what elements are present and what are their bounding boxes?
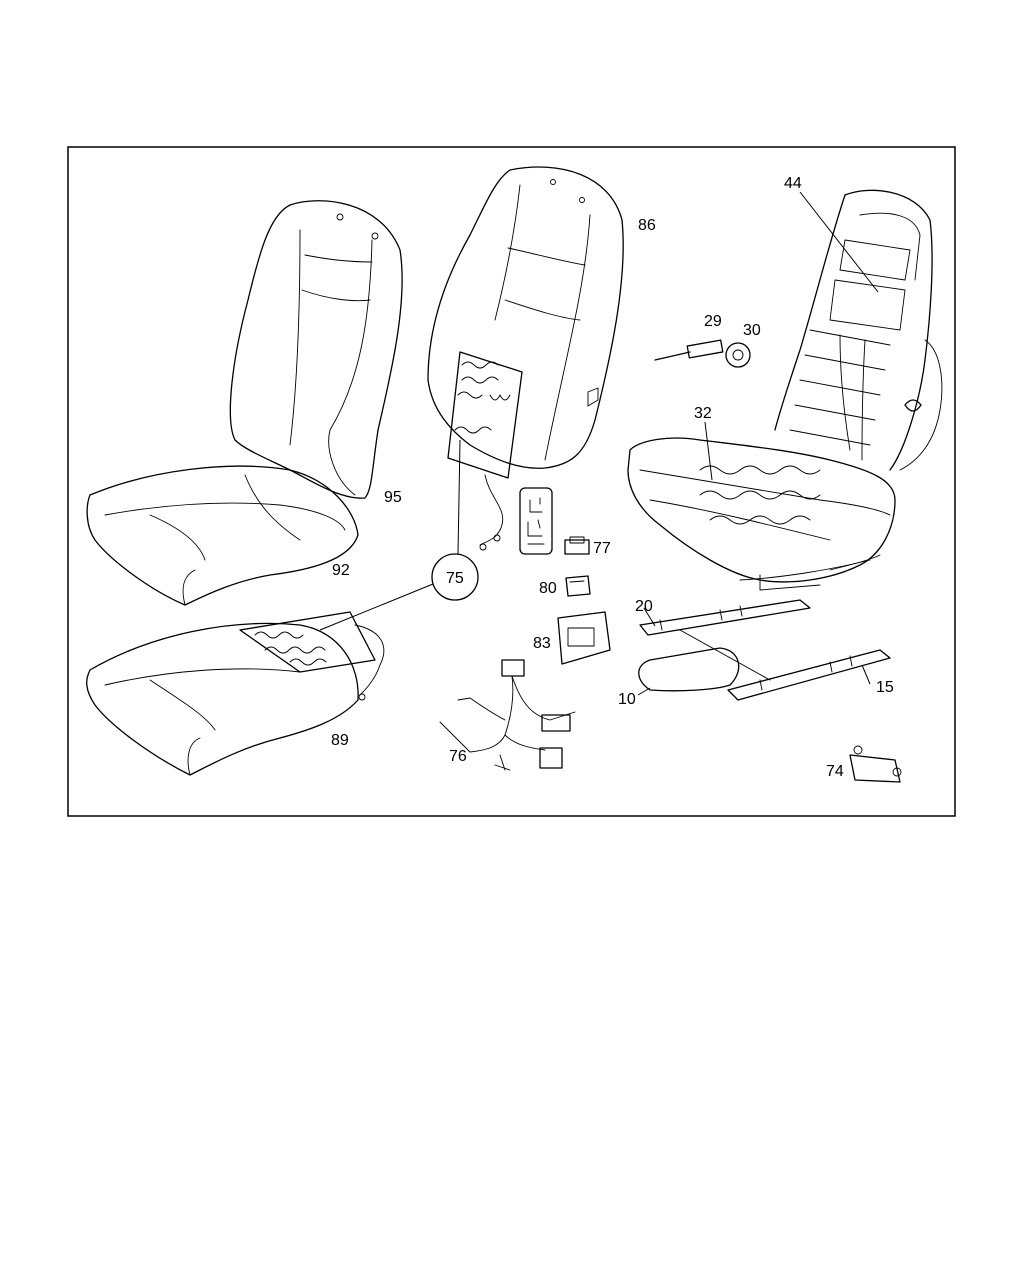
control-module-74 <box>849 745 902 783</box>
spring-wire-10 <box>638 629 771 692</box>
backrest-cover-95 <box>229 200 403 499</box>
callout-10: 10 <box>618 691 636 708</box>
cover-83 <box>557 611 611 665</box>
heating-element-75 <box>319 439 479 631</box>
seat-rail-20 <box>639 599 811 636</box>
seat-cushion-89 <box>86 611 385 776</box>
callout-95: 95 <box>384 489 402 506</box>
seat-frame-32 <box>627 437 896 591</box>
wiring-harness-76 <box>439 659 576 771</box>
callout-29: 29 <box>704 313 722 330</box>
callout-75: 75 <box>446 570 464 587</box>
callout-74: 74 <box>826 763 844 780</box>
backrest-frame-44 <box>774 189 943 471</box>
seat-cushion-cover-92 <box>86 465 359 606</box>
callout-80: 80 <box>539 580 557 597</box>
callout-76: 76 <box>449 748 467 765</box>
diagram-frame <box>67 146 956 817</box>
callout-44: 44 <box>784 175 802 192</box>
callout-77: 77 <box>593 540 611 557</box>
gas-strut-29 <box>654 339 724 361</box>
callout-92: 92 <box>332 562 350 579</box>
callout-20: 20 <box>635 598 653 615</box>
callout-89: 89 <box>331 732 349 749</box>
callout-83: 83 <box>533 635 551 652</box>
callout-32: 32 <box>694 405 712 422</box>
callout-86: 86 <box>638 217 656 234</box>
housing-80 <box>565 575 591 597</box>
star-washer-30 <box>725 342 751 368</box>
callout-15: 15 <box>876 679 894 696</box>
seat-rail-15 <box>727 649 891 701</box>
backrest-86 <box>427 166 624 551</box>
switch-77 <box>564 536 590 555</box>
callout-30: 30 <box>743 322 761 339</box>
heater-switch-panel <box>519 487 553 555</box>
